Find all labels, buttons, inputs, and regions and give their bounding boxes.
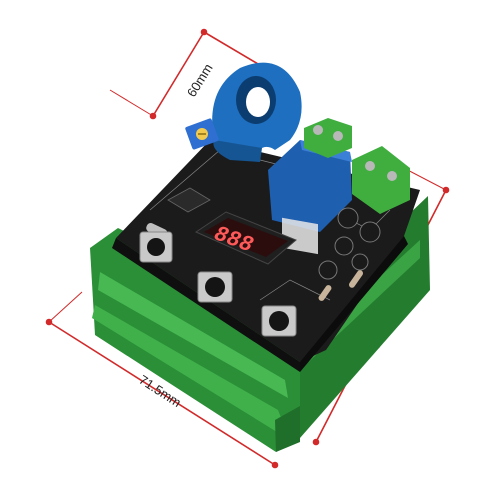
din-rail-housing (90, 196, 430, 452)
button-middle[interactable] (197, 271, 233, 303)
trimpot (185, 118, 219, 150)
button-left[interactable] (139, 231, 173, 263)
capacitors (318, 207, 381, 280)
terminal-block-right (352, 146, 410, 214)
microcontroller-chip (167, 187, 211, 213)
dimension-top-label: 60mm (184, 61, 216, 100)
terminal-block-top (304, 118, 352, 158)
resistors (318, 270, 364, 301)
seven-segment-display (194, 211, 297, 265)
button-right[interactable] (261, 305, 297, 337)
current-transformer (212, 62, 302, 162)
